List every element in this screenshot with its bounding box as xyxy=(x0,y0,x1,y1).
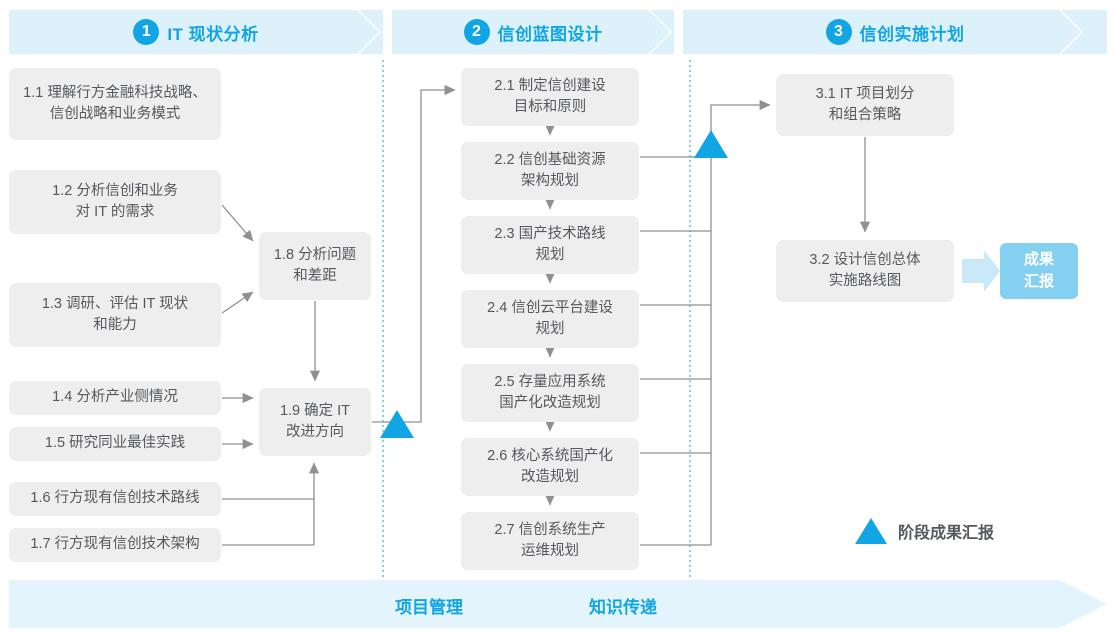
phase-number-badge-1: 1 xyxy=(133,19,160,45)
legend-label: 阶段成果汇报 xyxy=(898,525,995,542)
node-2-7[interactable]: 2.7 信创系统生产 运维规划 xyxy=(461,512,639,570)
milestone-triangle-icon xyxy=(855,518,887,544)
node-1-5[interactable]: 1.5 研究同业最佳实践 xyxy=(9,427,221,461)
milestone-triangle-phase2 xyxy=(694,130,728,158)
node-3-2[interactable]: 3.2 设计信创总体 实施路线图 xyxy=(776,240,954,302)
node-1-1[interactable]: 1.1 理解行方金融科技战略、 信创战略和业务模式 xyxy=(9,68,221,140)
node-3-1[interactable]: 3.1 IT 项目划分 和组合策略 xyxy=(776,74,954,136)
bottom-band xyxy=(9,580,1107,628)
bottom-label-project-management: 项目管理 xyxy=(395,598,463,617)
node-1-6[interactable]: 1.6 行方现有信创技术路线 xyxy=(9,482,221,516)
phase-title-2: 信创蓝图设计 xyxy=(497,24,603,44)
node-1-8[interactable]: 1.8 分析问题 和差距 xyxy=(259,232,371,300)
link-1-3-to-1-8 xyxy=(221,291,254,314)
phase-title-1: IT 现状分析 xyxy=(167,24,259,44)
node-2-2[interactable]: 2.2 信创基础资源 架构规划 xyxy=(461,142,639,200)
node-1-7[interactable]: 1.7 行方现有信创技术架构 xyxy=(9,528,221,562)
node-2-3[interactable]: 2.3 国产技术路线 规划 xyxy=(461,216,639,274)
node-1-9[interactable]: 1.9 确定 IT 改进方向 xyxy=(259,388,371,456)
node-2-5[interactable]: 2.5 存量应用系统 国产化改造规划 xyxy=(461,364,639,422)
node-1-2[interactable]: 1.2 分析信创和业务 对 IT 的需求 xyxy=(9,170,221,234)
result-box[interactable]: 成果 汇报 xyxy=(1000,243,1078,299)
phase-title-3: 信创实施计划 xyxy=(859,24,965,44)
legend-milestone: 阶段成果汇报 xyxy=(855,518,994,544)
phase-header-3[interactable]: 3 信创实施计划 xyxy=(683,10,1107,54)
node-1-3[interactable]: 1.3 调研、评估 IT 现状 和能力 xyxy=(9,283,221,347)
milestone-triangle-phase1 xyxy=(380,410,414,438)
bottom-label-knowledge-transfer: 知识传递 xyxy=(589,598,657,617)
node-2-6[interactable]: 2.6 核心系统国产化 改造规划 xyxy=(461,438,639,496)
node-2-1[interactable]: 2.1 制定信创建设 目标和原则 xyxy=(461,68,639,126)
link-3-2-to-result xyxy=(962,250,1000,292)
link-bus-to-3-1 xyxy=(710,99,771,545)
phase-number-badge-3: 3 xyxy=(825,19,852,45)
node-1-4[interactable]: 1.4 分析产业侧情况 xyxy=(9,381,221,415)
phase-header-1[interactable]: 1 IT 现状分析 xyxy=(9,10,383,54)
phase-header-2[interactable]: 2 信创蓝图设计 xyxy=(392,10,674,54)
node-2-4[interactable]: 2.4 信创云平台建设 规划 xyxy=(461,290,639,348)
link-1-9-to-2-1 xyxy=(372,84,456,423)
link-1-2-to-1-8 xyxy=(221,204,254,242)
phase-number-badge-2: 2 xyxy=(463,19,490,45)
